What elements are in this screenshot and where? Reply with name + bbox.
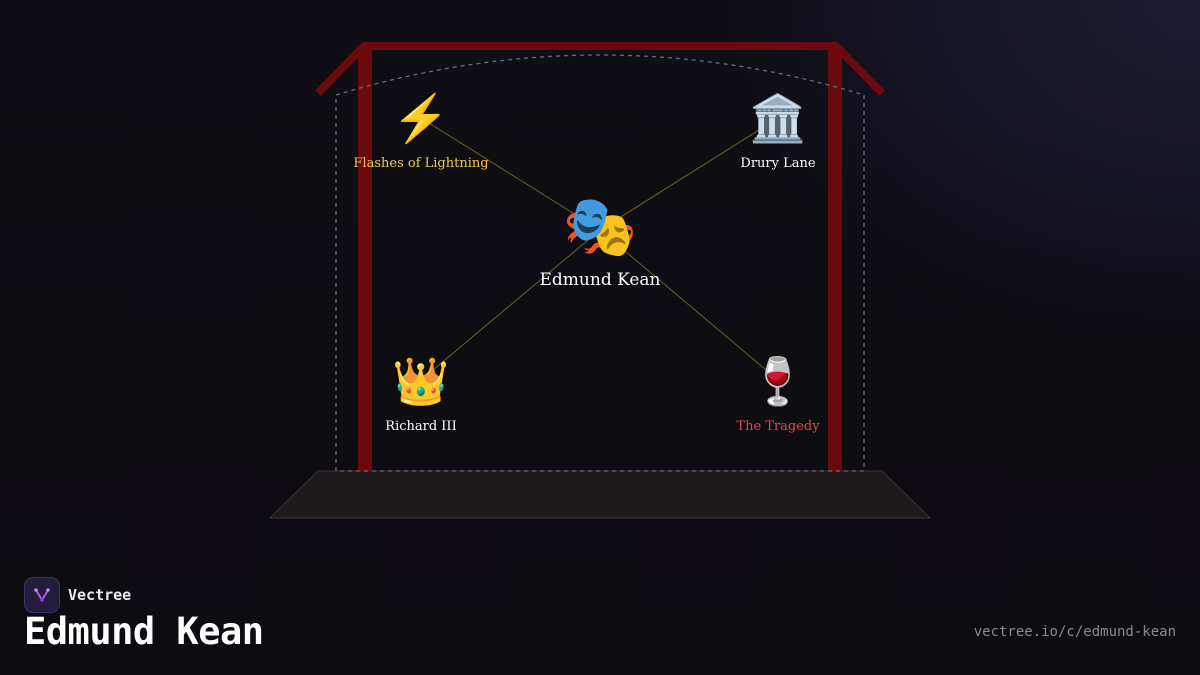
stage-arch xyxy=(315,42,885,96)
proscenium-outline xyxy=(335,54,865,472)
node-label: The Tragedy xyxy=(736,419,820,434)
connector-tragedy xyxy=(599,229,779,381)
connector-drury xyxy=(599,117,779,231)
lightning-icon: ⚡ xyxy=(392,91,450,145)
node-label: Richard III xyxy=(385,419,457,434)
crown-icon: 👑 xyxy=(392,354,450,408)
curtain-left xyxy=(358,48,372,471)
classical-building-icon: 🏛️ xyxy=(749,91,807,145)
stage-floor xyxy=(268,470,932,519)
center-node[interactable]: 🎭 Edmund Kean xyxy=(540,194,661,290)
node-the-tragedy[interactable]: 🍷 The Tragedy xyxy=(736,355,819,434)
theater-masks-icon: 🎭 xyxy=(562,192,638,262)
brand[interactable]: Vectree xyxy=(24,577,131,613)
brand-name: Vectree xyxy=(68,586,132,604)
page-title: Edmund Kean xyxy=(24,610,264,653)
node-label: Flashes of Lightning xyxy=(353,156,489,171)
page-url[interactable]: vectree.io/c/edmund-kean xyxy=(973,624,1176,640)
connector-richard xyxy=(420,229,601,381)
node-drury-lane[interactable]: 🏛️ Drury Lane xyxy=(740,92,815,171)
wine-glass-icon: 🍷 xyxy=(749,354,807,408)
curtain-right xyxy=(828,48,842,471)
node-label: Drury Lane xyxy=(740,156,816,171)
connector-flashes xyxy=(420,117,601,231)
node-flashes-of-lightning[interactable]: ⚡ Flashes of Lightning xyxy=(353,92,488,171)
center-node-label: Edmund Kean xyxy=(539,270,661,290)
vectree-logo-icon xyxy=(24,577,60,613)
node-richard-iii[interactable]: 👑 Richard III xyxy=(385,355,456,434)
